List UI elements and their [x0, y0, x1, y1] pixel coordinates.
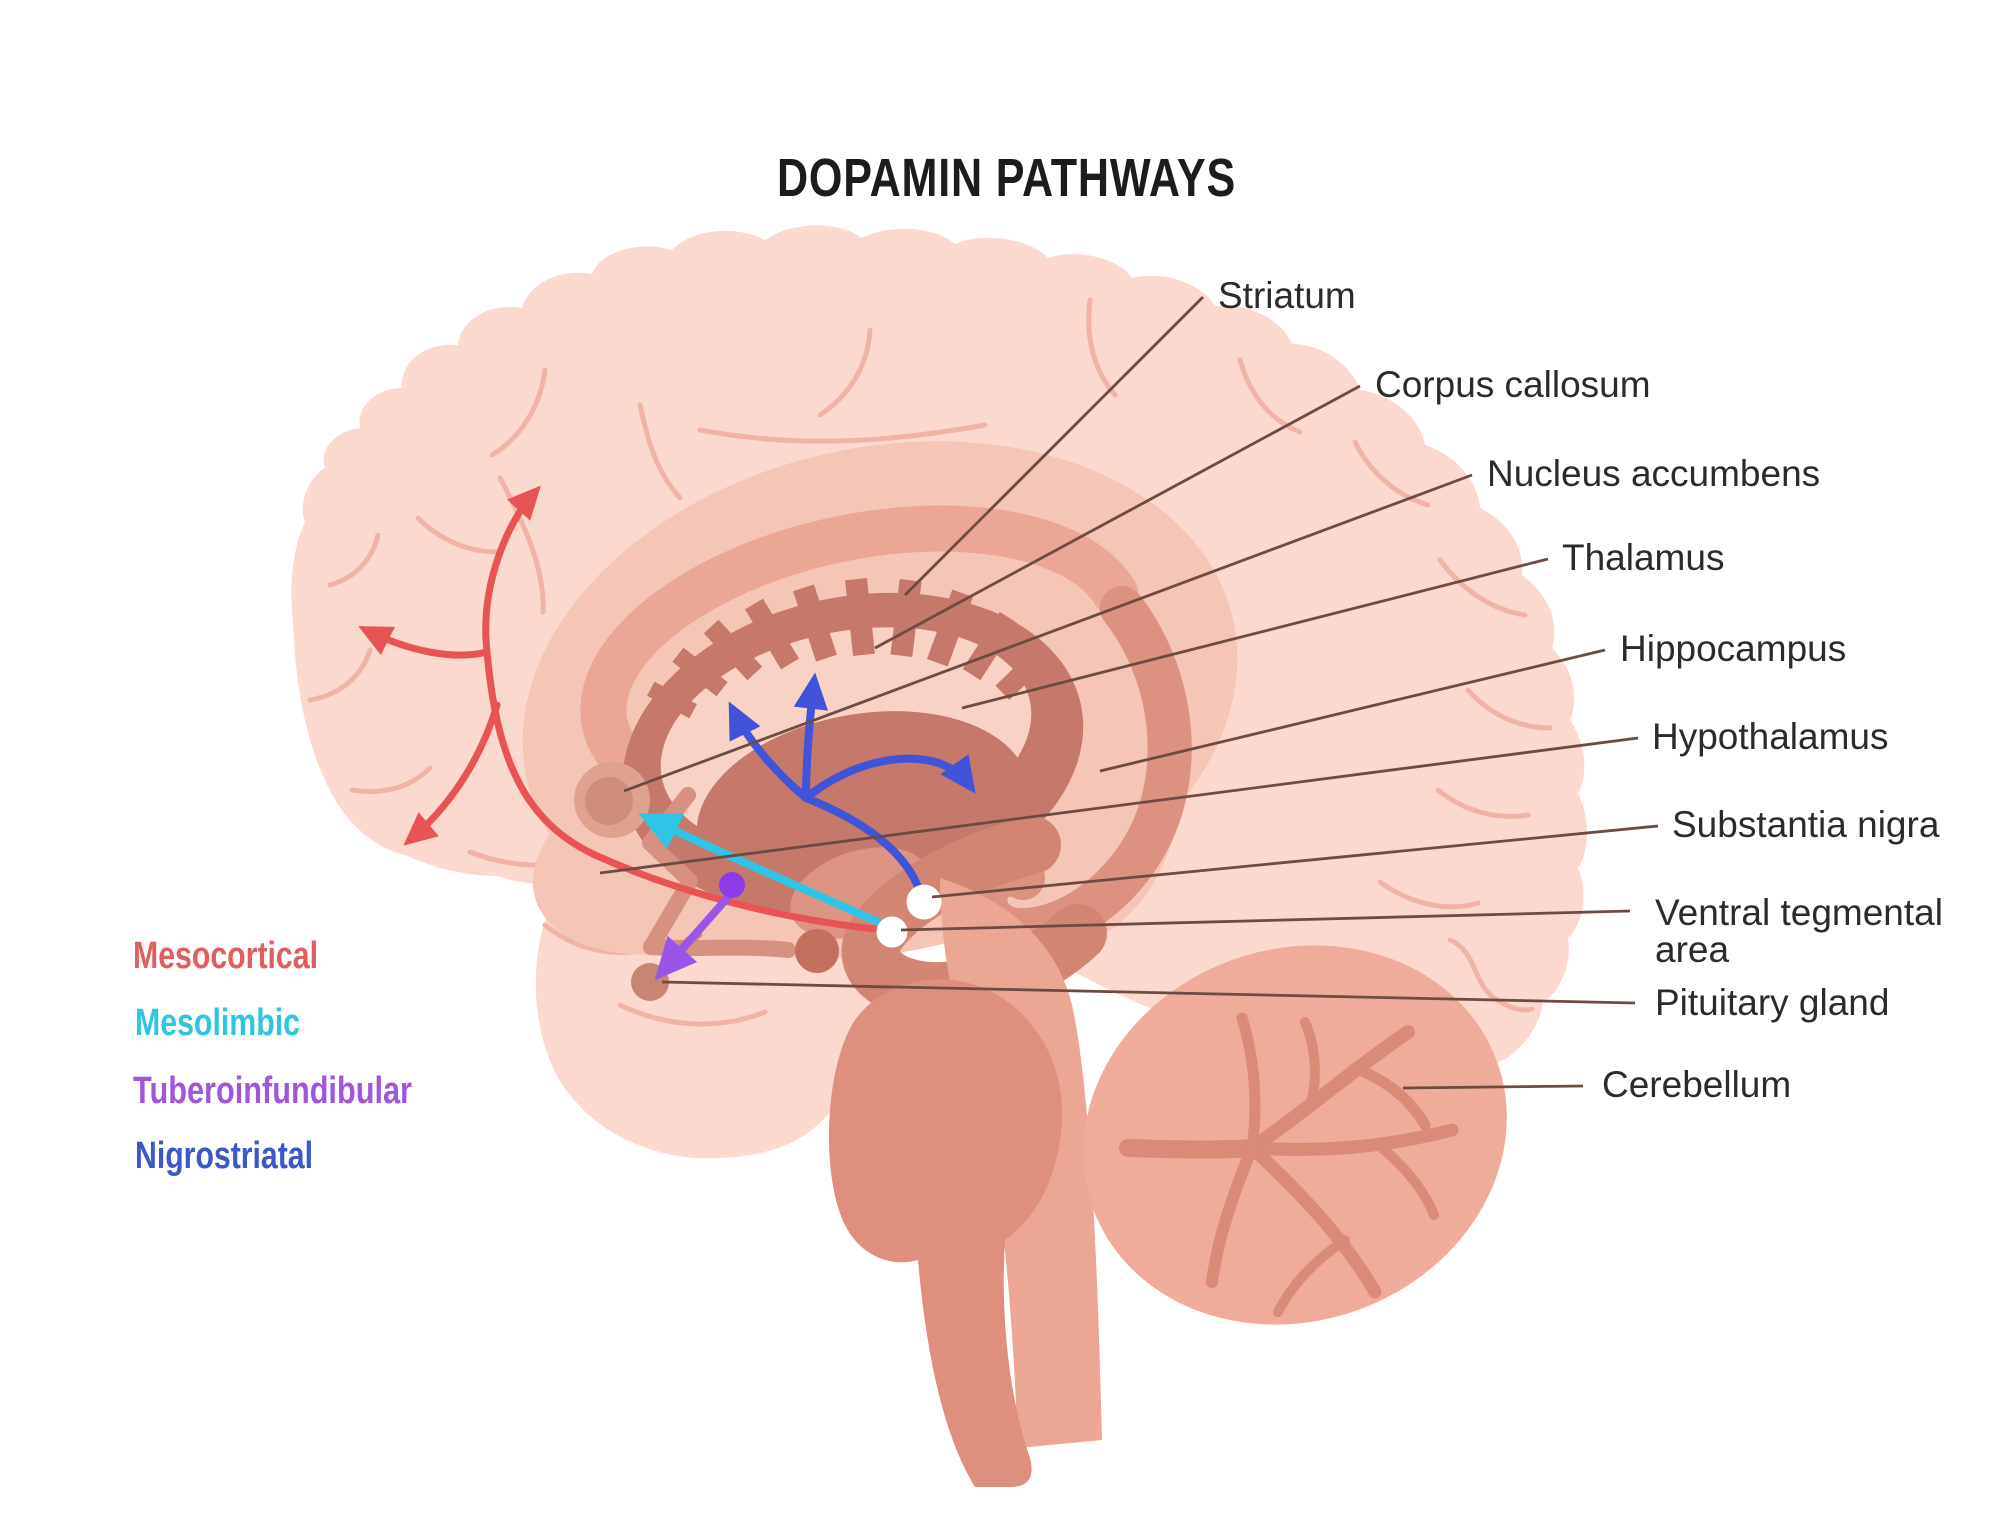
- legend-mesocortical: Mesocortical: [133, 935, 318, 977]
- arbor-vitae: [1119, 1139, 1261, 1159]
- legend-mesolimbic: Mesolimbic: [135, 1002, 300, 1044]
- legend-nigrostriatal: Nigrostriatal: [135, 1135, 313, 1177]
- nigrostriatal-pathway: [728, 672, 976, 899]
- leader-corpus-callosum: [874, 384, 1361, 650]
- leader-cerebellum: [1402, 1084, 1584, 1090]
- brain-illustration: [291, 225, 1587, 1487]
- tuberoinfundibular-pathway: [654, 872, 745, 981]
- leader-substantia-nigra: [931, 824, 1659, 899]
- leader-hippocampus: [1099, 648, 1606, 773]
- label-pituitary-gland: Pituitary gland: [1655, 982, 1889, 1023]
- mesolimbic-pathway: [638, 813, 882, 926]
- label-striatum: Striatum: [1218, 275, 1356, 316]
- legend-tuberoinfundibular: Tuberoinfundibular: [133, 1070, 412, 1112]
- leader-pituitary-gland: [661, 980, 1636, 1005]
- label-cerebellum: Cerebellum: [1602, 1064, 1791, 1105]
- anatomy-labels: Striatum Corpus callosum Nucleus accumbe…: [1218, 275, 1943, 1105]
- ventral-tegmental-node: [876, 916, 908, 948]
- substantia-nigra-node: [906, 884, 942, 920]
- pathway-legend: Mesocortical Mesolimbic Tuberoinfundibul…: [133, 935, 412, 1177]
- cerebellum-shape: [1083, 945, 1507, 1325]
- label-ventral-tegmental-line2: area: [1655, 929, 1729, 970]
- leader-lines: [599, 296, 1659, 1090]
- hypothalamus-node: [719, 872, 745, 898]
- leader-thalamus: [961, 557, 1549, 710]
- leader-hypothalamus: [599, 736, 1639, 875]
- nucleus-accumbens-shape: [574, 762, 650, 838]
- leader-ventral-tegmental: [900, 909, 1631, 932]
- corpus-callosum-shape: [580, 505, 1138, 780]
- pons-medulla: [828, 979, 1063, 1487]
- label-ventral-tegmental: Ventral tegmental: [1655, 892, 1943, 933]
- leader-striatum: [904, 296, 1204, 596]
- mesocortical-pathway: [358, 485, 890, 934]
- mammillary-body-shape: [795, 929, 839, 973]
- label-hypothalamus: Hypothalamus: [1652, 716, 1889, 757]
- label-hippocampus: Hippocampus: [1620, 628, 1846, 669]
- label-corpus-callosum: Corpus callosum: [1375, 364, 1651, 405]
- leader-nucleus-accumbens: [623, 473, 1473, 793]
- label-nucleus-accumbens: Nucleus accumbens: [1487, 453, 1820, 494]
- brainstem-shape: [828, 878, 1102, 1487]
- label-substantia-nigra: Substantia nigra: [1672, 804, 1940, 845]
- internal-capsule-comb: [647, 578, 1053, 719]
- label-thalamus: Thalamus: [1562, 537, 1724, 578]
- page-title: DOPAMIN PATHWAYS: [777, 148, 1236, 208]
